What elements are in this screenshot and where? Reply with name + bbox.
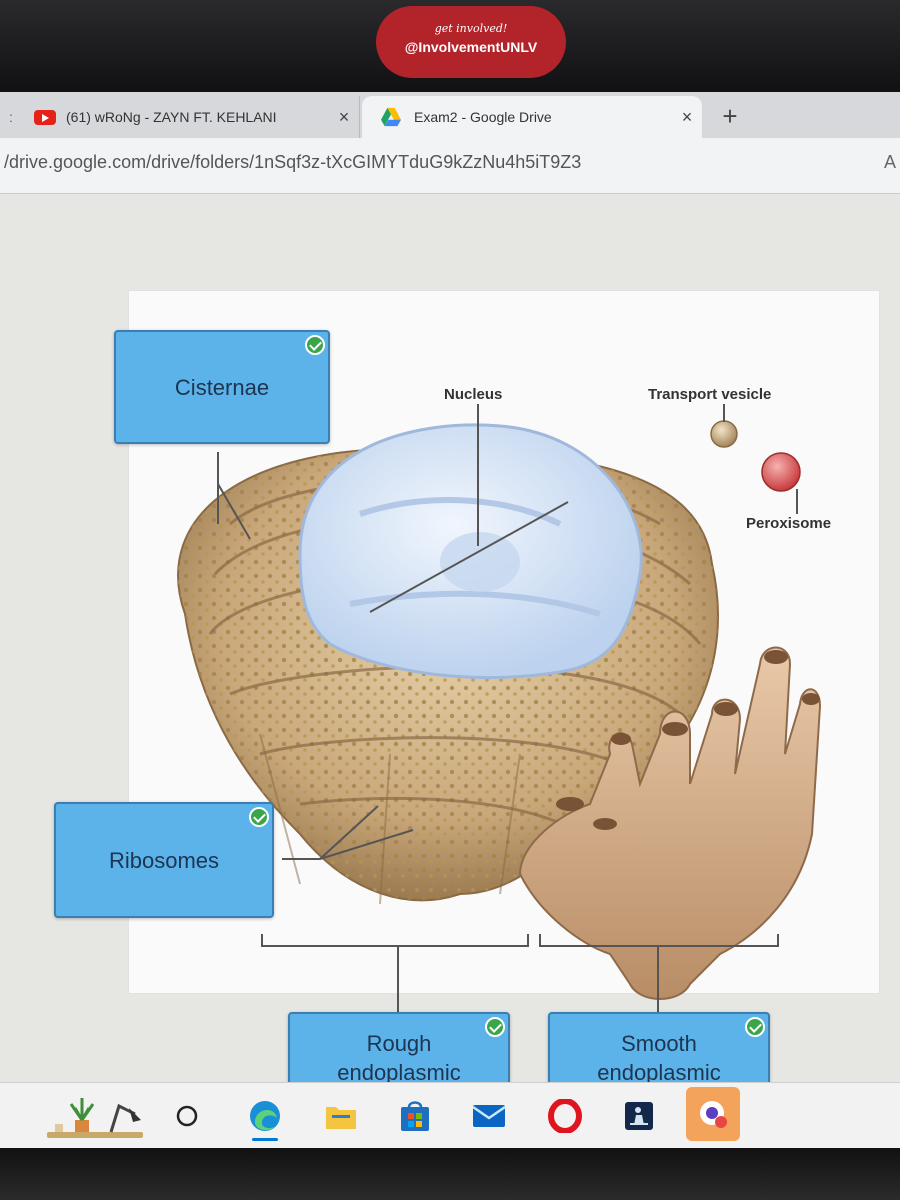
check-icon <box>249 807 269 827</box>
microsoft-store[interactable] <box>390 1091 440 1141</box>
new-tab-button[interactable]: + <box>722 101 738 131</box>
tab-title: Exam2 - Google Drive <box>414 109 552 125</box>
answer-text: Ribosomes <box>108 847 220 873</box>
answer-box-ribosomes[interactable]: Ribosomes <box>54 802 274 918</box>
google-drive-icon <box>381 107 401 127</box>
address-bar-end: A <box>883 152 896 172</box>
badge-handle: @InvolvementUNLV <box>404 39 538 55</box>
url-text[interactable]: /drive.google.com/drive/folders/1nSqf3z-… <box>4 152 582 172</box>
plant-lamp-widget[interactable] <box>40 1091 150 1141</box>
store-icon <box>401 1101 429 1131</box>
nucleus-shape <box>298 423 643 679</box>
screen-bezel-bottom <box>0 1148 900 1200</box>
label-nucleus: Nucleus <box>444 386 503 403</box>
er-diagram-illustration <box>177 404 822 1020</box>
smooth-er-shape <box>518 646 822 1000</box>
tab-youtube[interactable]: : (61) wRoNg - ZAYN FT. KEHLANI × <box>0 96 360 138</box>
camera-icon <box>700 1101 727 1128</box>
tab-google-drive[interactable]: Exam2 - Google Drive × <box>362 96 702 138</box>
taskbar <box>0 1082 900 1148</box>
tab-strip: : (61) wRoNg - ZAYN FT. KEHLANI × Exam2 … <box>0 92 900 138</box>
tab-overflow-icon: : <box>9 109 13 125</box>
transport-vesicle-shape <box>710 420 738 448</box>
leader-lines <box>217 404 798 1020</box>
label-peroxisome: Peroxisome <box>746 515 832 532</box>
badge-tagline: get involved! <box>434 22 508 35</box>
plant-lamp-icon <box>47 1098 143 1138</box>
camera-app[interactable] <box>686 1087 740 1141</box>
opera-browser[interactable] <box>540 1091 590 1141</box>
search-circle[interactable] <box>162 1091 212 1141</box>
mail[interactable] <box>464 1091 514 1141</box>
screen: : (61) wRoNg - ZAYN FT. KEHLANI × Exam2 … <box>0 92 900 1148</box>
close-tab-icon[interactable]: × <box>338 106 350 127</box>
kindle-icon <box>625 1102 653 1130</box>
folder-icon <box>326 1107 356 1129</box>
edge-icon <box>250 1101 280 1131</box>
kindle[interactable] <box>614 1091 664 1141</box>
answer-text: Cisternae <box>174 374 270 400</box>
edge-browser[interactable] <box>240 1091 290 1141</box>
search-circle-icon <box>176 1105 198 1127</box>
opera-icon <box>548 1099 582 1133</box>
check-icon <box>305 335 325 355</box>
tab-title: (61) wRoNg - ZAYN FT. KEHLANI <box>66 109 277 125</box>
webcam-badge: get involved! @InvolvementUNLV <box>376 6 566 78</box>
check-icon <box>485 1017 505 1037</box>
file-explorer[interactable] <box>316 1091 366 1141</box>
peroxisome-shape <box>761 452 801 492</box>
label-transport-vesicle: Transport vesicle <box>648 386 772 403</box>
answer-box-cisternae[interactable]: Cisternae <box>114 330 330 444</box>
close-tab-icon[interactable]: × <box>681 106 693 127</box>
page-content: Nucleus Transport vesicle Peroxisome Cis… <box>0 194 900 1132</box>
check-icon <box>745 1017 765 1037</box>
address-bar[interactable]: /drive.google.com/drive/folders/1nSqf3z-… <box>0 138 900 194</box>
youtube-icon <box>34 109 56 125</box>
mail-icon <box>472 1105 506 1127</box>
